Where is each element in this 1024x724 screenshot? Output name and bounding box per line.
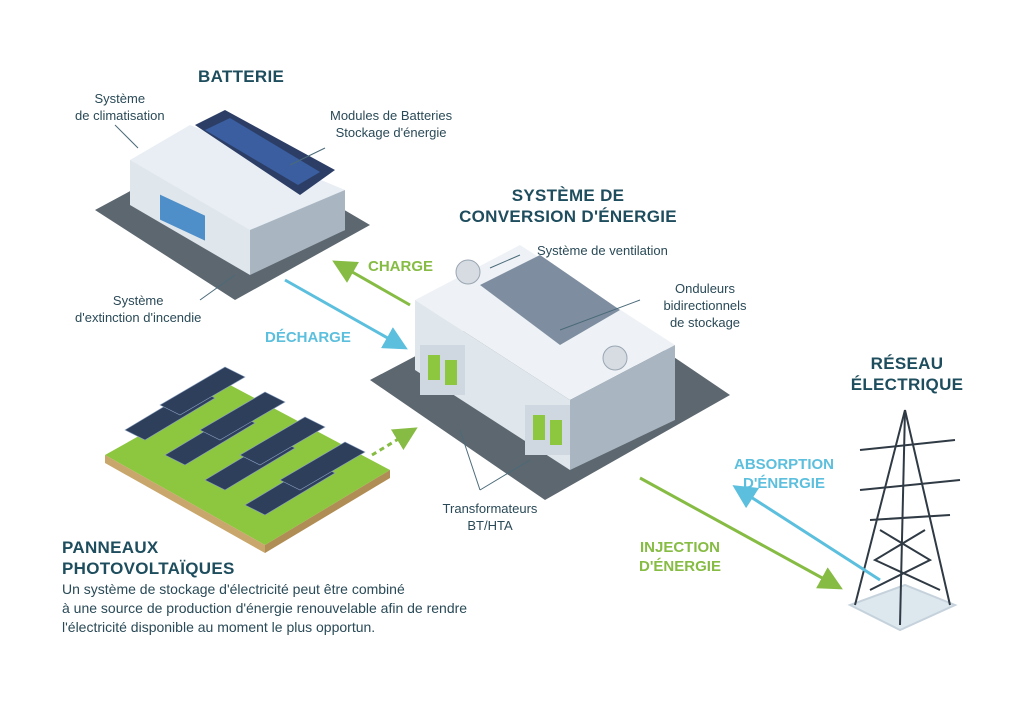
extinction-label: Système d'extinction d'incendie xyxy=(75,292,201,326)
conversion-title: SYSTÈME DE CONVERSION D'ÉNERGIE xyxy=(448,185,688,227)
conversion-system-illustration xyxy=(370,245,730,500)
pv-description: Un système de stockage d'électricité peu… xyxy=(62,580,467,637)
absorption-label: ABSORPTION D'ÉNERGIE xyxy=(725,455,843,493)
climatisation-label-line: Système xyxy=(94,91,146,106)
transformers-label: Transformateurs BT/HTA xyxy=(430,500,550,534)
climatisation-label: Système de climatisation xyxy=(75,90,165,124)
conversion-title-line: CONVERSION D'ÉNERGIE xyxy=(459,207,677,226)
grid-title-line: RÉSEAU xyxy=(870,354,944,373)
battery-modules-label-line: Stockage d'énergie xyxy=(335,125,447,140)
battery-title: BATTERIE xyxy=(198,67,285,86)
absorption-label-line: D'ÉNERGIE xyxy=(743,475,825,492)
transformers-label-line: Transformateurs xyxy=(442,501,538,516)
battery-modules-label: Modules de Batteries Stockage d'énergie xyxy=(330,107,452,141)
discharge-arrow xyxy=(284,278,408,350)
absorption-arrow xyxy=(732,485,881,582)
injection-label-line: D'ÉNERGIE xyxy=(639,558,721,575)
charge-label: CHARGE xyxy=(368,258,434,275)
pv-title-line: PANNEAUX xyxy=(62,538,159,557)
injection-label-line: INJECTION xyxy=(639,539,720,556)
grid-title: RÉSEAU ÉLECTRIQUE xyxy=(842,353,972,395)
extinction-label-line: Système xyxy=(112,293,164,308)
pv-description-line: à une source de production d'énergie ren… xyxy=(62,600,468,616)
ventilation-label: Système de ventilation xyxy=(537,243,668,258)
inverters-label: Onduleurs bidirectionnels de stockage xyxy=(655,280,755,331)
power-pylon-illustration xyxy=(847,409,961,632)
injection-label: INJECTION D'ÉNERGIE xyxy=(630,538,730,576)
solar-panels-illustration xyxy=(105,366,418,553)
pv-title: PANNEAUX PHOTOVOLTAÏQUES xyxy=(62,537,235,579)
discharge-label: DÉCHARGE xyxy=(265,329,351,346)
charge-arrow xyxy=(332,260,411,307)
inverters-label-line: bidirectionnels xyxy=(663,298,747,313)
pv-description-line: l'électricité disponible au moment le pl… xyxy=(62,619,376,635)
absorption-label-line: ABSORPTION xyxy=(733,456,834,473)
battery-container-illustration xyxy=(95,110,370,300)
extinction-label-line: d'extinction d'incendie xyxy=(75,310,202,325)
transformers-label-line: BT/HTA xyxy=(467,518,513,533)
inverters-label-line: de stockage xyxy=(669,315,741,330)
pv-description-line: Un système de stockage d'électricité peu… xyxy=(62,581,405,597)
conversion-title-line: SYSTÈME DE xyxy=(511,186,625,205)
injection-arrow xyxy=(639,476,843,590)
climatisation-label-line: de climatisation xyxy=(75,108,165,123)
battery-modules-label-line: Modules de Batteries xyxy=(330,108,453,123)
pv-title-line: PHOTOVOLTAÏQUES xyxy=(62,559,235,578)
inverters-label-line: Onduleurs xyxy=(675,281,735,296)
grid-title-line: ÉLECTRIQUE xyxy=(850,375,964,394)
